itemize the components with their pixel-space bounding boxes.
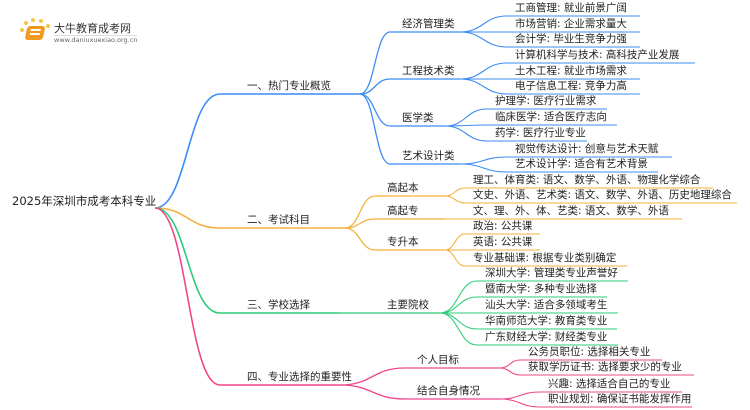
leaf-topic: 专业基础课: 根据专业类别确定	[473, 252, 617, 264]
branch-connector	[154, 93, 360, 209]
leaf-connector	[459, 62, 695, 80]
subtopic-connector	[339, 384, 500, 400]
subtopic: 医学类	[402, 112, 434, 124]
branch-connector	[154, 207, 340, 314]
leaf-connector	[459, 15, 640, 33]
leaf-connector	[444, 195, 737, 204]
branch-topic: 四、专业选择的重要性	[247, 371, 352, 383]
leaf-connector	[444, 108, 607, 127]
logo-url: www.daniuxuexiao.org.cn	[54, 35, 138, 44]
subtopic: 主要院校	[387, 299, 429, 311]
branch-topic: 二、考试科目	[247, 214, 310, 226]
leaf-connector	[459, 31, 640, 48]
subtopic-connector	[339, 367, 500, 386]
branch-topic: 三、学校选择	[247, 299, 310, 311]
leaf-topic: 政治: 公共课	[473, 220, 533, 232]
leaf-topic: 深圳大学: 管理类专业声誉好	[485, 267, 618, 279]
leaf-topic: 视觉传达设计: 创意与艺术天赋	[515, 143, 659, 155]
leaf-connector	[499, 367, 694, 376]
leaf-topic: 会计学: 毕业生竞争力强	[515, 33, 627, 45]
leaf-connector	[444, 233, 540, 251]
leaf-connector	[499, 391, 682, 400]
leaf-topic: 文、理、外、体、艺类: 语文、数学、外语	[473, 205, 669, 217]
leaf-topic: 公务员职位: 选择相关专业	[528, 346, 651, 358]
leaf-connector	[439, 312, 618, 346]
leaf-topic: 护理学: 医疗行业需求	[495, 95, 597, 107]
subtopic-connector	[344, 195, 445, 229]
leaf-topic: 药学: 医疗行业专业	[495, 127, 586, 139]
subtopic: 个人目标	[417, 354, 459, 366]
branch-connector	[154, 207, 345, 229]
leaf-connector	[444, 124, 617, 127]
branch-connector	[154, 207, 340, 386]
branch-topic: 一、热门专业概览	[247, 80, 331, 92]
leaf-connector	[459, 163, 658, 173]
subtopic-connector	[359, 93, 445, 127]
leaf-topic: 英语: 公共课	[473, 236, 533, 248]
leaf-topic: 理工、体育类: 语文、数学、外语、物理化学综合	[473, 174, 701, 186]
leaf-topic: 电子信息工程: 竞争力高	[515, 80, 627, 92]
leaf-topic: 职业规划: 确保证书能发挥作用	[548, 393, 692, 405]
subtopic-connector	[359, 31, 460, 95]
subtopic-connector	[344, 218, 445, 229]
leaf-topic: 土木工程: 就业市场需求	[515, 65, 627, 77]
subtopic: 艺术设计类	[402, 150, 455, 162]
leaf-topic: 计算机科学与技术: 高科技产业发展	[515, 49, 680, 61]
site-logo: 大牛教育成考网 www.daniuxuexiao.org.cn	[18, 18, 148, 48]
subtopic: 专升本	[387, 236, 419, 248]
leaf-topic: 文史、外语、艺术类: 语文、数学、外语、历史地理综合	[473, 189, 732, 201]
logo-title: 大牛教育成考网	[54, 22, 131, 35]
leaf-connector	[444, 125, 587, 142]
leaf-topic: 获取学历证书: 选择要求少的专业	[528, 361, 682, 373]
subtopic-connector	[344, 227, 445, 251]
subtopic: 工程技术类	[402, 65, 455, 77]
leaf-topic: 工商管理: 就业前景广阔	[515, 2, 627, 14]
leaf-connector	[459, 78, 640, 95]
leaf-topic: 汕头大学: 适合多领域考生	[485, 299, 608, 311]
subtopic: 高起本	[387, 182, 419, 194]
leaf-topic: 艺术设计学: 适合有艺术背景	[515, 158, 648, 170]
leaf-connector	[459, 156, 672, 165]
leaf-topic: 兴趣: 选择适合自己的专业	[548, 378, 671, 390]
subtopic: 经济管理类	[402, 18, 455, 30]
leaf-topic: 市场营销: 企业需求量大	[515, 18, 627, 30]
leaf-topic: 广东财经大学: 财经类专业	[485, 331, 608, 343]
subtopic-connector	[359, 93, 460, 165]
leaf-topic: 暨南大学: 多种专业选择	[485, 283, 597, 295]
leaf-topic: 临床医学: 适合医疗志向	[495, 111, 607, 123]
leaf-connector	[444, 249, 627, 267]
leaf-connector	[499, 398, 692, 408]
subtopic: 高起专	[387, 205, 419, 217]
subtopic: 结合自身情况	[417, 385, 480, 397]
leaf-topic: 华南师范大学: 教育类专业	[485, 315, 608, 327]
root-topic: 2025年深圳市成考本科专业	[12, 194, 157, 208]
leaf-connector	[439, 296, 607, 314]
subtopic-connector	[359, 78, 460, 95]
